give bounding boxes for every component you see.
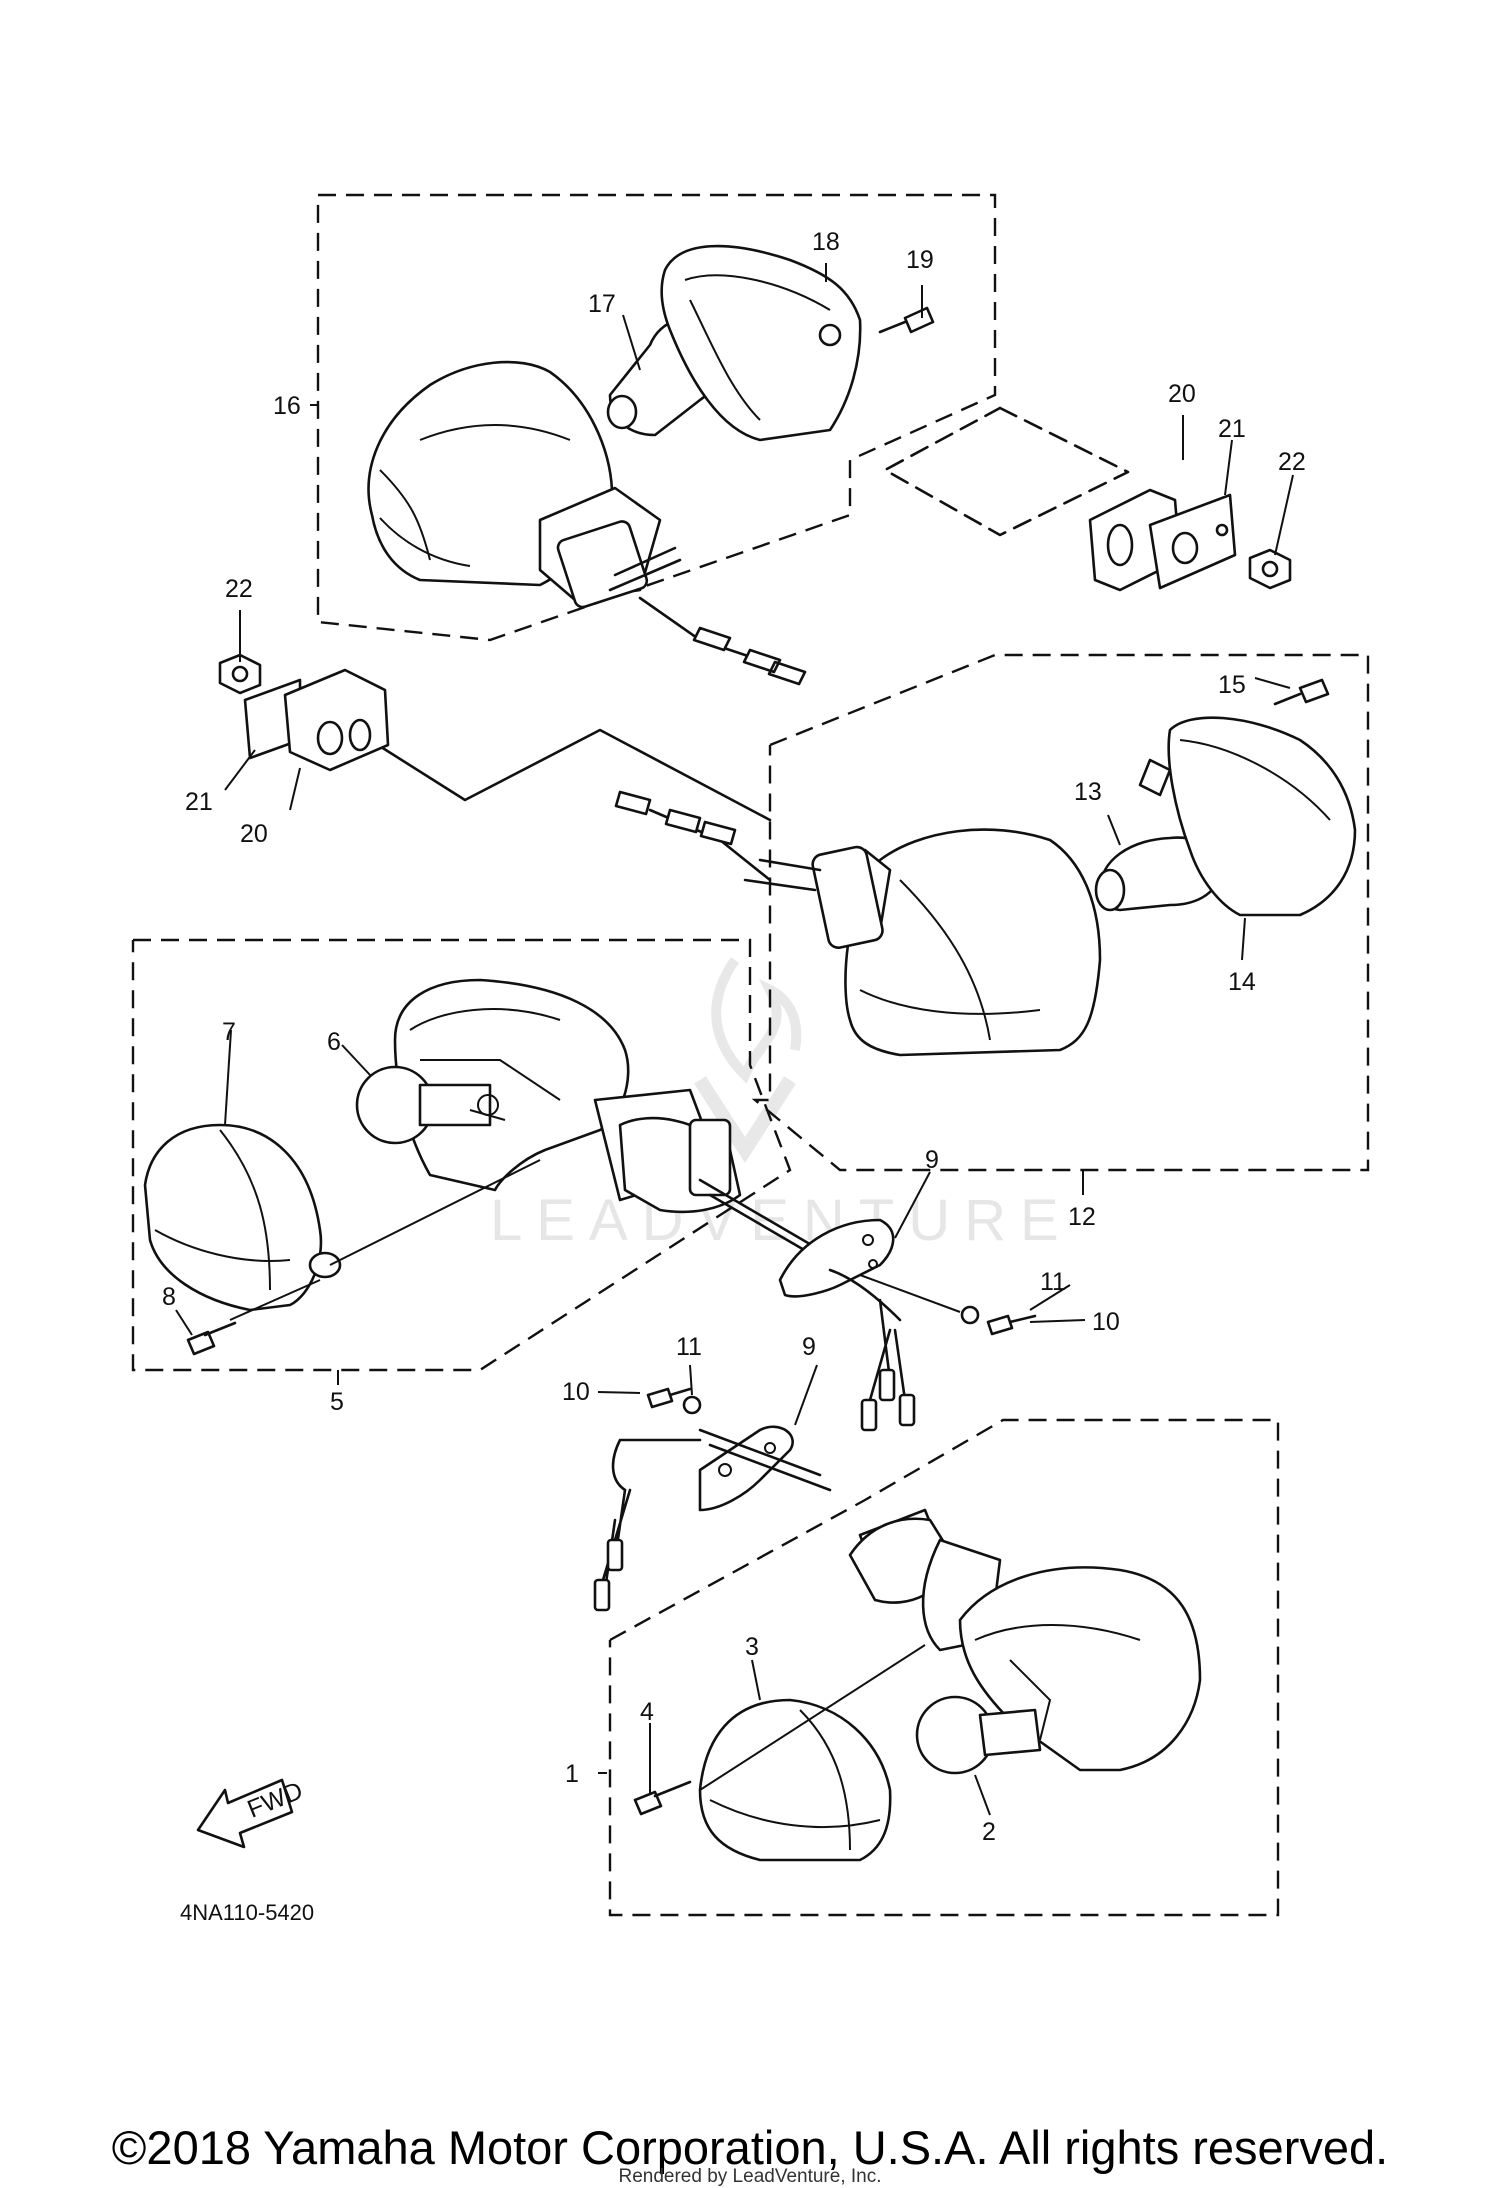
callout-9-upper: 9	[925, 1146, 939, 1174]
rendered-by-notice: Rendered by LeadVenture, Inc.	[618, 2166, 882, 2187]
callout-8: 8	[162, 1283, 176, 1311]
bracket-9-lower	[593, 1387, 832, 1612]
bracket-9-upper	[778, 1218, 1037, 1432]
watermark-text: LEADVENTURE	[490, 1188, 1073, 1253]
group-1-outline	[608, 1418, 1280, 1917]
callout-5: 5	[330, 1388, 344, 1416]
copyright-notice: ©2018 Yamaha Motor Corporation, U.S.A. A…	[111, 2121, 1389, 2174]
callout-labels: 17 18 19 16 20 21 22 22 21 20 15 13 14 1…	[162, 228, 1306, 1846]
callout-11-upper: 11	[1040, 1268, 1066, 1296]
turn-signal-assembly-16	[367, 244, 935, 686]
callout-1: 1	[565, 1760, 579, 1788]
callout-leaders	[175, 263, 1294, 1816]
callout-19: 19	[906, 246, 934, 274]
callout-2: 2	[982, 1818, 996, 1846]
turn-signal-assembly-12	[614, 678, 1357, 1057]
callout-20-lower: 20	[240, 820, 268, 848]
callout-7: 7	[222, 1018, 236, 1046]
leadventure-watermark: LEADVENTURE	[490, 957, 1073, 1253]
callout-21-lower: 21	[185, 788, 213, 816]
group-12-outline	[751, 653, 1370, 1172]
callout-18: 18	[812, 228, 840, 256]
mount-lines	[368, 406, 1130, 822]
callout-9-lower: 9	[802, 1333, 816, 1361]
callout-16: 16	[273, 392, 301, 420]
callout-10-upper: 10	[1092, 1308, 1120, 1336]
callout-14: 14	[1228, 968, 1256, 996]
callout-11-lower: 11	[676, 1333, 702, 1361]
turn-signal-assembly-5	[143, 978, 832, 1356]
group-5-outline	[131, 938, 792, 1372]
turn-signal-assembly-1	[633, 1508, 1202, 1862]
group-16-outline	[316, 193, 997, 642]
callout-17: 17	[588, 290, 616, 318]
callout-15: 15	[1218, 671, 1246, 699]
callout-22-lower: 22	[225, 575, 253, 603]
callout-22-upper: 22	[1278, 448, 1306, 476]
fwd-arrow-icon: FWD	[196, 1776, 307, 1849]
callout-3: 3	[745, 1633, 759, 1661]
callout-10-lower: 10	[562, 1378, 590, 1406]
diagram-code: 4NA110-5420	[180, 1900, 314, 1925]
callout-12: 12	[1068, 1203, 1096, 1231]
rubber-mount-upper	[1088, 488, 1292, 592]
callout-4: 4	[640, 1698, 654, 1726]
callout-6: 6	[327, 1028, 341, 1056]
callout-21-upper: 21	[1218, 415, 1246, 443]
callout-13: 13	[1074, 778, 1102, 806]
rubber-mount-lower	[218, 653, 390, 772]
callout-20-upper: 20	[1168, 380, 1196, 408]
